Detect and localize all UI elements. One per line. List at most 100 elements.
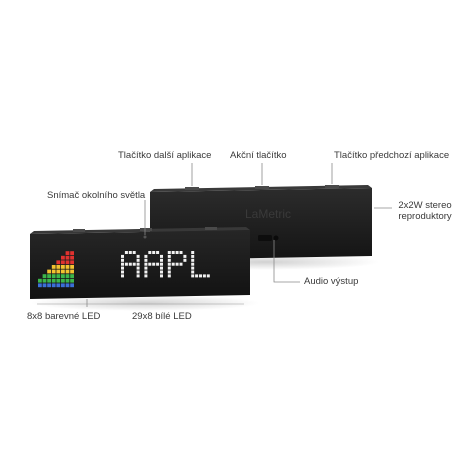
white-led-pixel xyxy=(148,262,152,266)
ambient-light-sensor xyxy=(143,235,147,239)
white-led-pixel xyxy=(121,258,124,262)
color-led-pixel xyxy=(56,269,61,274)
next-app-button xyxy=(185,187,199,190)
color-led-pixel xyxy=(61,260,65,265)
white-led-pixel xyxy=(128,251,132,254)
color-led-pixel xyxy=(56,274,61,278)
white-led-pixel xyxy=(144,262,148,266)
white-led-pixel xyxy=(167,254,171,258)
front-device-body xyxy=(30,230,250,299)
white-led-pixel xyxy=(183,254,187,258)
white-led-pixel xyxy=(121,274,124,278)
white-led-pixel xyxy=(121,254,124,258)
color-led-pixel xyxy=(65,265,70,269)
label-light-sensor: Snímač okolního světla xyxy=(47,190,146,201)
white-led-pixel xyxy=(206,274,210,278)
color-led-pixel xyxy=(70,251,74,255)
color-led-pixel xyxy=(47,278,51,283)
white-led-pixel xyxy=(167,266,171,270)
white-led-pixel xyxy=(148,251,152,254)
color-led-pixel xyxy=(51,283,56,288)
action-button xyxy=(255,186,269,189)
white-led-pixel xyxy=(144,274,148,278)
white-led-pixel xyxy=(152,262,156,266)
white-led-pixel xyxy=(160,274,163,278)
white-led-pixel xyxy=(124,251,128,254)
color-led-pixel xyxy=(42,283,47,288)
white-led-pixel xyxy=(144,254,148,258)
color-led-pixel xyxy=(42,274,47,278)
color-led-pixel xyxy=(65,255,70,260)
white-led-pixel xyxy=(132,251,136,254)
white-led-pixel xyxy=(183,258,187,262)
white-led-pixel xyxy=(121,270,124,274)
color-led-pixel xyxy=(47,274,51,278)
white-led-pixel xyxy=(121,262,124,266)
white-led-pixel xyxy=(136,262,140,266)
label-speakers: 2x2W stereo reproduktory xyxy=(392,200,458,222)
color-led-pixel xyxy=(70,260,74,265)
white-led-pixel xyxy=(195,274,199,278)
white-led-pixel xyxy=(156,262,160,266)
color-led-pixel xyxy=(65,269,70,274)
white-led-pixel xyxy=(175,251,179,254)
white-led-pixel xyxy=(160,262,163,266)
color-led-pixel xyxy=(70,283,74,288)
white-led-pixel xyxy=(191,258,195,262)
white-led-pixel xyxy=(132,262,136,266)
color-led-pixel xyxy=(56,278,61,283)
white-led-pixel xyxy=(167,258,171,262)
label-white-led: 29x8 bílé LED xyxy=(132,311,192,322)
color-led-pixel xyxy=(61,269,65,274)
color-led-pixel xyxy=(51,274,56,278)
label-action-button: Akční tlačítko xyxy=(230,150,287,161)
color-led-pixel xyxy=(61,255,65,260)
color-led-pixel xyxy=(61,283,65,288)
white-led-pixel xyxy=(167,270,171,274)
label-audio-output: Audio výstup xyxy=(304,276,359,287)
white-led-pixel xyxy=(152,251,156,254)
color-led-pixel xyxy=(65,251,70,255)
white-led-pixel xyxy=(144,266,148,270)
color-led-pixel xyxy=(51,278,56,283)
color-led-pixel xyxy=(61,274,65,278)
label-next-app-button: Tlačítko další aplikace xyxy=(118,150,212,161)
color-led-pixel xyxy=(51,265,56,269)
white-led-pixel xyxy=(144,258,148,262)
white-led-pixel xyxy=(160,270,163,274)
white-led-pixel xyxy=(191,270,195,274)
color-led-pixel xyxy=(65,278,70,283)
white-led-pixel xyxy=(167,251,171,254)
white-led-pixel xyxy=(191,266,195,270)
color-led-pixel xyxy=(70,269,74,274)
leader-lines xyxy=(37,163,392,307)
white-led-pixel xyxy=(144,270,148,274)
white-led-pixel xyxy=(121,266,124,270)
front-device xyxy=(30,227,260,311)
prev-app-button xyxy=(325,185,339,188)
color-led-pixel xyxy=(70,265,74,269)
color-led-pixel xyxy=(61,278,65,283)
color-led-pixel xyxy=(65,274,70,278)
color-led-pixel xyxy=(47,269,51,274)
white-led-pixel xyxy=(160,254,163,258)
color-led-pixel xyxy=(61,265,65,269)
color-led-matrix xyxy=(38,251,74,288)
color-led-pixel xyxy=(38,283,42,288)
color-led-pixel xyxy=(70,255,74,260)
white-led-pixel xyxy=(136,254,140,258)
audio-jack xyxy=(273,235,279,241)
white-led-pixel xyxy=(171,262,175,266)
white-led-pixel xyxy=(199,274,202,278)
white-led-pixel xyxy=(124,262,128,266)
white-led-pixel xyxy=(191,251,195,254)
color-led-pixel xyxy=(65,260,70,265)
white-led-pixel xyxy=(136,266,140,270)
color-led-pixel xyxy=(38,278,42,283)
white-led-pixel xyxy=(191,274,195,278)
white-led-pixel xyxy=(202,274,206,278)
color-led-pixel xyxy=(56,283,61,288)
color-led-pixel xyxy=(51,269,56,274)
